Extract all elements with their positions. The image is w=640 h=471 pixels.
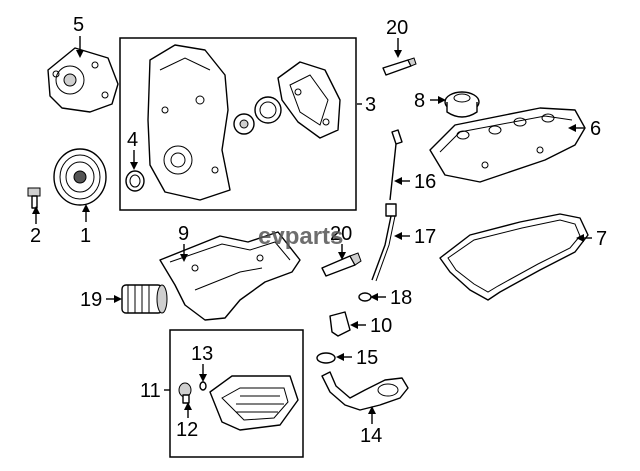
- valve-cover: [429, 107, 586, 183]
- oil-baffle-bracket: [329, 311, 351, 337]
- callout-12: 12: [176, 419, 198, 441]
- timing-gear: [254, 96, 282, 124]
- oil-strainer: [321, 371, 409, 411]
- dipstick-tube: [371, 203, 397, 282]
- tube-o-ring: [358, 292, 372, 302]
- water-pump: [47, 47, 119, 113]
- callout-7: 7: [596, 228, 607, 250]
- callout-20-middle: 20: [330, 223, 352, 245]
- oil-filler-cap: [444, 91, 480, 118]
- watermark-logo: evparts: [258, 223, 343, 250]
- drain-plug: [178, 382, 192, 404]
- drain-plug-washer: [199, 381, 207, 391]
- callout-16: 16: [414, 171, 436, 193]
- sealant-tube-top: [382, 57, 417, 76]
- timing-cover-group-box: [119, 37, 357, 211]
- callout-5: 5: [73, 14, 84, 36]
- callout-11: 11: [140, 380, 161, 402]
- callout-20-top: 20: [386, 17, 408, 39]
- oil-pan-upper: [159, 231, 301, 321]
- callout-3: 3: [365, 94, 376, 116]
- sealant-tube-middle: [321, 252, 362, 277]
- pulley-bolt: [27, 187, 41, 209]
- timing-chain-cover: [147, 44, 231, 201]
- callout-19: 19: [80, 289, 102, 311]
- callout-15: 15: [356, 347, 378, 369]
- crankshaft-pulley: [53, 148, 107, 206]
- callout-8: 8: [414, 90, 425, 112]
- leader-lines: [32, 36, 592, 424]
- callout-4: 4: [127, 129, 138, 151]
- callout-18: 18: [390, 287, 412, 309]
- callout-14: 14: [360, 425, 382, 447]
- front-oil-seal: [125, 170, 145, 192]
- callout-1: 1: [80, 225, 91, 247]
- callout-13: 13: [191, 343, 213, 365]
- strainer-gasket: [316, 352, 336, 364]
- valve-cover-gasket: [439, 213, 589, 301]
- timing-cover-plate: [277, 61, 341, 139]
- timing-sprocket: [233, 113, 255, 135]
- oil-strainer-group-box: [169, 329, 304, 458]
- oil-dipstick: [389, 129, 403, 201]
- callout-10: 10: [370, 315, 392, 337]
- oil-filter: [121, 284, 168, 314]
- callout-6: 6: [590, 118, 601, 140]
- callout-9: 9: [178, 223, 189, 245]
- callout-17: 17: [414, 226, 436, 248]
- callout-2: 2: [30, 225, 41, 247]
- oil-pan-lower: [209, 375, 299, 431]
